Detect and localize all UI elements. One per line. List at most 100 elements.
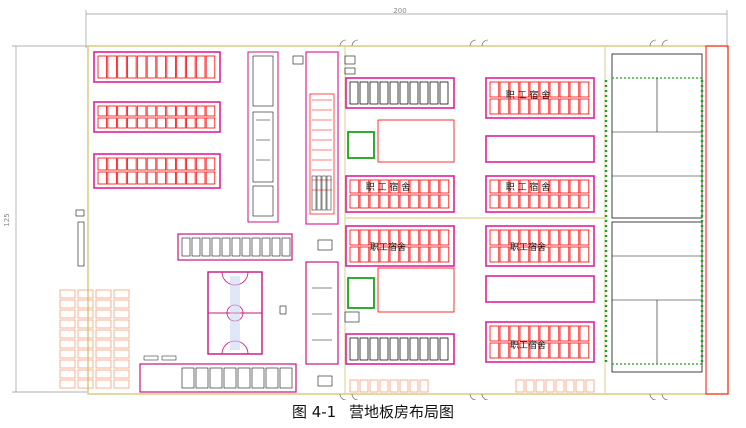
parking-slot: [95, 309, 112, 319]
bed-unit: [136, 117, 147, 129]
parking-slot: [95, 359, 112, 369]
dorm-label-5: 职 工 宿 舍: [366, 181, 411, 193]
bathroom-block: [305, 51, 339, 225]
bed-unit: [559, 325, 570, 342]
gate-swing: [469, 393, 477, 400]
bed-unit: [499, 81, 510, 98]
bed-unit: [579, 342, 590, 359]
parking-slot: [113, 319, 130, 329]
bed-unit: [409, 194, 420, 209]
gate-swing: [661, 393, 669, 400]
room-unit: [419, 81, 429, 105]
bed-unit: [549, 229, 560, 246]
parking-slot: [369, 379, 379, 393]
parking-slot: [95, 329, 112, 339]
bed-unit: [539, 98, 550, 115]
bed-unit: [195, 55, 206, 79]
gate-swing: [661, 39, 669, 47]
room-unit: [359, 337, 369, 361]
bed-unit: [549, 194, 560, 209]
room-unit: [409, 337, 419, 361]
bed-unit: [117, 105, 127, 117]
bed-unit: [136, 157, 147, 171]
bed-unit: [499, 342, 510, 359]
gate-swing: [351, 393, 359, 400]
room-unit: [369, 81, 379, 105]
bed-unit: [399, 229, 410, 246]
bed-unit: [127, 55, 137, 79]
bed-unit: [519, 81, 530, 98]
gate-swing: [339, 393, 347, 400]
room-unit: [439, 81, 449, 105]
bed-unit: [156, 171, 167, 185]
bed-unit: [429, 179, 440, 194]
parking-slot: [409, 379, 419, 393]
bed-unit: [569, 325, 580, 342]
bed-unit: [529, 179, 540, 194]
parking-slot: [113, 349, 130, 359]
bed-unit: [519, 194, 530, 209]
stall: [311, 175, 317, 211]
bed-unit: [195, 171, 206, 185]
bed-unit: [97, 105, 108, 117]
bed-unit: [389, 179, 400, 194]
room-unit: [181, 237, 191, 257]
room-unit: [369, 337, 379, 361]
stall: [326, 175, 332, 211]
bed-unit: [519, 246, 530, 263]
room-unit: [379, 337, 389, 361]
parking-slot: [59, 289, 76, 299]
bed-unit: [176, 55, 186, 79]
room-unit: [279, 367, 293, 389]
bed-unit: [539, 342, 550, 359]
bed-unit: [539, 194, 550, 209]
bed-unit: [409, 179, 420, 194]
figure-number: 图 4-1: [291, 403, 337, 421]
bed-unit: [509, 81, 520, 98]
center-narrow-building: [247, 51, 279, 223]
stall: [316, 175, 322, 211]
parking-slot: [515, 379, 525, 393]
bed-unit: [489, 325, 500, 342]
bed-unit: [569, 194, 580, 209]
room-block: [485, 135, 595, 163]
parking-slot: [525, 379, 535, 393]
bed-unit: [205, 105, 216, 117]
parking-slot: [113, 339, 130, 349]
bed-unit: [569, 98, 580, 115]
parking-slot: [399, 379, 409, 393]
bed-unit: [509, 325, 520, 342]
room-unit: [419, 337, 429, 361]
dorm-label-2: 职工宿舍: [510, 241, 546, 253]
bed-unit: [549, 246, 560, 263]
room-unit: [379, 81, 389, 105]
parking-slot: [555, 379, 565, 393]
parking-slot: [379, 379, 389, 393]
bed-unit: [97, 55, 108, 79]
parking-slot: [113, 289, 130, 299]
bed-unit: [166, 171, 176, 185]
bed-unit: [349, 229, 360, 246]
room-unit: [241, 237, 251, 257]
gate-icons: [339, 39, 669, 400]
bed-unit: [489, 81, 500, 98]
gate-swing: [481, 39, 489, 47]
bed-unit: [529, 98, 540, 115]
bed-unit: [127, 157, 137, 171]
bed-unit: [127, 171, 137, 185]
gate-swing: [469, 39, 477, 47]
dorm-outline: [93, 51, 221, 83]
bed-unit: [156, 55, 167, 79]
room-unit: [389, 81, 399, 105]
parking-slot: [565, 379, 575, 393]
gate-swing: [351, 39, 359, 47]
bed-unit: [529, 325, 540, 342]
bed-unit: [389, 229, 400, 246]
bed-unit: [489, 179, 500, 194]
bed-unit: [379, 246, 390, 263]
room-unit: [281, 237, 291, 257]
gate-swing: [649, 393, 657, 400]
bed-unit: [166, 117, 176, 129]
bed-unit: [439, 246, 450, 263]
room-unit: [181, 367, 195, 389]
